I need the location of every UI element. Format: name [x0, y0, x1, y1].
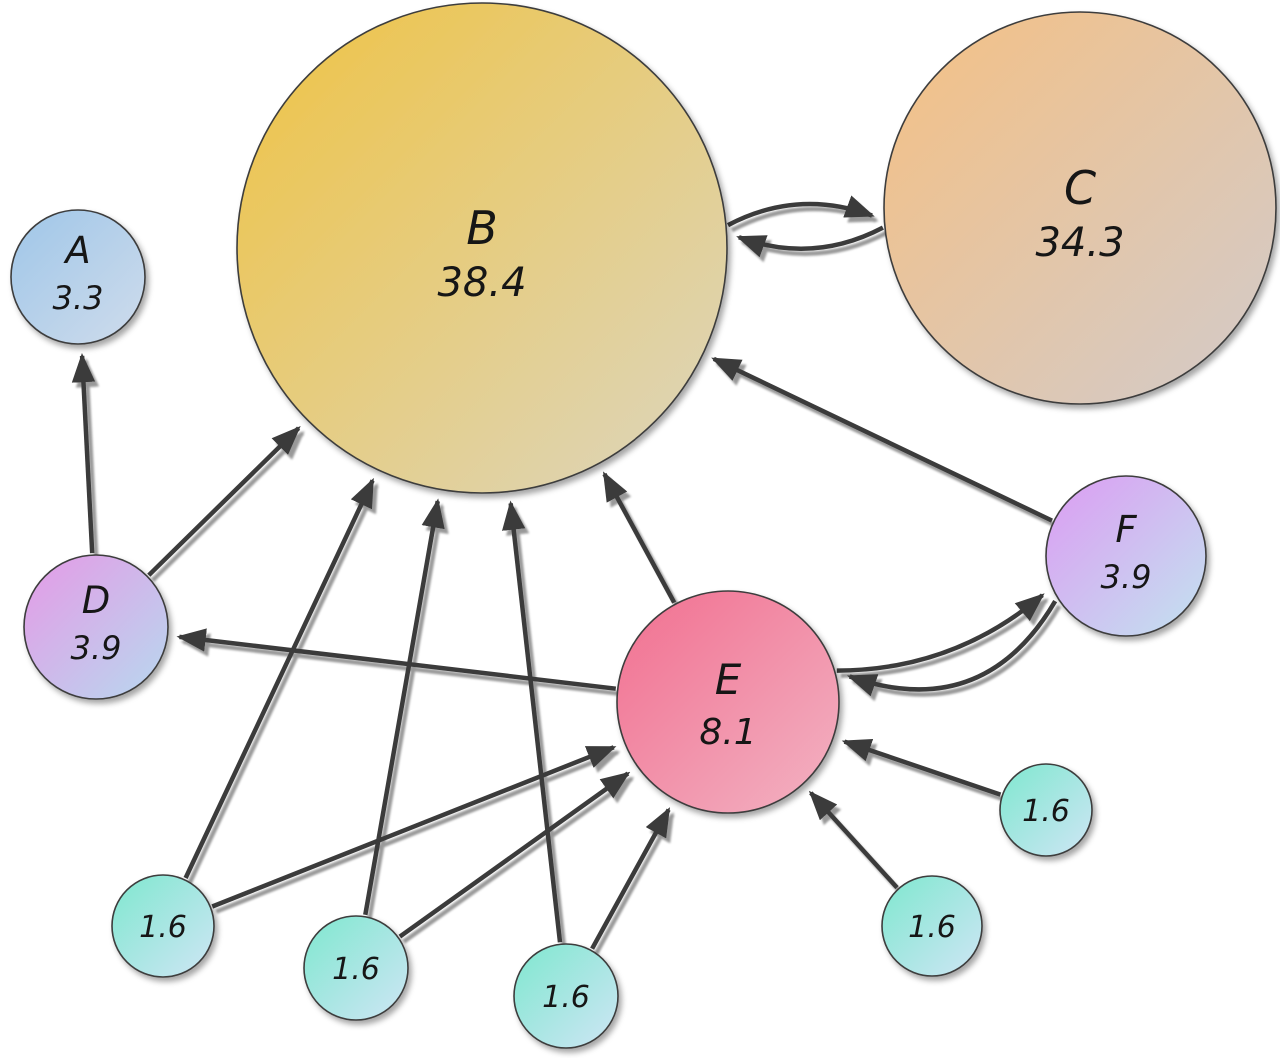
edge-C-B [736, 225, 884, 258]
edge-F-B [711, 356, 1053, 523]
node-small-S4: 1.6 [881, 875, 983, 977]
edge-F-E [846, 599, 1058, 697]
node-A: A 3.3 [10, 209, 146, 345]
node-value: 1.6 [332, 952, 380, 987]
node-label: B [466, 201, 498, 255]
node-circle [881, 875, 983, 977]
node-value: 3.9 [71, 629, 122, 667]
node-value: 3.9 [1101, 558, 1152, 596]
node-circle [303, 915, 409, 1021]
node-label: A [63, 229, 90, 272]
edge-layer [71, 195, 1058, 950]
node-D: D 3.9 [23, 554, 169, 700]
node-circle [236, 2, 728, 494]
node-label: C [1064, 161, 1096, 215]
edge-S2-E [398, 771, 631, 939]
node-label: D [82, 579, 111, 622]
edge-S4-E [808, 790, 899, 890]
edge-S1-E [211, 745, 617, 909]
edge-S3-E [590, 807, 671, 950]
node-value: 1.6 [1022, 794, 1070, 829]
node-value: 8.1 [699, 712, 756, 753]
edge-D-B [147, 426, 301, 577]
edge-S5-E [841, 738, 1002, 797]
node-small-S2: 1.6 [303, 915, 409, 1021]
edge-E-F [836, 593, 1045, 673]
edge-D-A [71, 352, 96, 554]
node-value: 1.6 [139, 910, 187, 945]
node-circle [616, 590, 840, 814]
node-label: F [1115, 508, 1137, 551]
node-circle [23, 554, 169, 700]
node-C: C 34.3 [883, 11, 1277, 405]
node-circle [513, 943, 619, 1049]
node-circle [883, 11, 1277, 405]
node-small-S5: 1.6 [999, 763, 1093, 857]
node-value: 38.4 [437, 260, 526, 306]
node-circle [111, 874, 215, 978]
edge-S3-B [502, 500, 563, 943]
node-circle [1045, 475, 1207, 637]
node-B: B 38.4 [236, 2, 728, 494]
node-circle [10, 209, 146, 345]
edge-B-C [726, 195, 875, 228]
node-value: 1.6 [542, 980, 590, 1015]
node-small-S3: 1.6 [513, 943, 619, 1049]
node-E: E 8.1 [616, 590, 840, 814]
node-label: E [715, 655, 742, 704]
node-value: 3.3 [53, 279, 104, 317]
node-value: 1.6 [908, 910, 956, 945]
node-F: F 3.9 [1045, 475, 1207, 637]
edge-S1-B [183, 477, 375, 879]
node-value: 34.3 [1035, 220, 1124, 266]
edge-E-B [602, 471, 677, 604]
node-small-S1: 1.6 [111, 874, 215, 978]
edge-E-D [176, 628, 617, 691]
node-circle [999, 763, 1093, 857]
edge-S2-B [363, 498, 445, 916]
